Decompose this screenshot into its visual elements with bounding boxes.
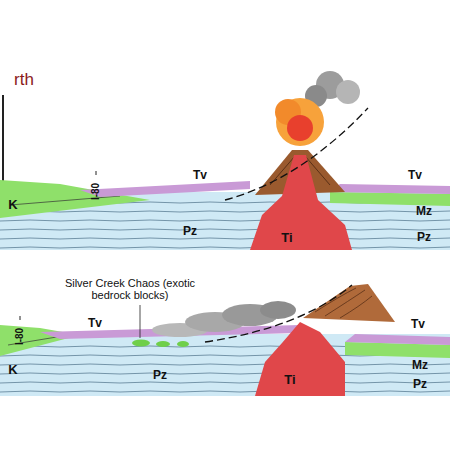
panel-title: rth: [14, 71, 34, 90]
unit-label: Pz: [413, 378, 427, 391]
unit-label: K: [8, 363, 17, 377]
unit-label: Tv: [88, 317, 102, 330]
unit-label: Pz: [153, 369, 167, 382]
unit-label: Tv: [193, 169, 207, 182]
road-label: I-80: [14, 327, 25, 344]
unit-label: Mz: [412, 359, 428, 372]
unit-label: Ti: [281, 231, 292, 245]
unit-label: K: [8, 198, 17, 212]
unit-label: Tv: [411, 318, 425, 331]
unit-label: Ti: [284, 373, 295, 387]
unit-label: Tv: [408, 169, 422, 182]
unit-label: Mz: [416, 205, 432, 218]
road-label: I-80: [90, 182, 101, 199]
unit-label: Pz: [417, 231, 431, 244]
unit-label: Pz: [183, 225, 197, 238]
feature-label: Silver Creek Chaos (exotic bedrock block…: [64, 277, 196, 301]
